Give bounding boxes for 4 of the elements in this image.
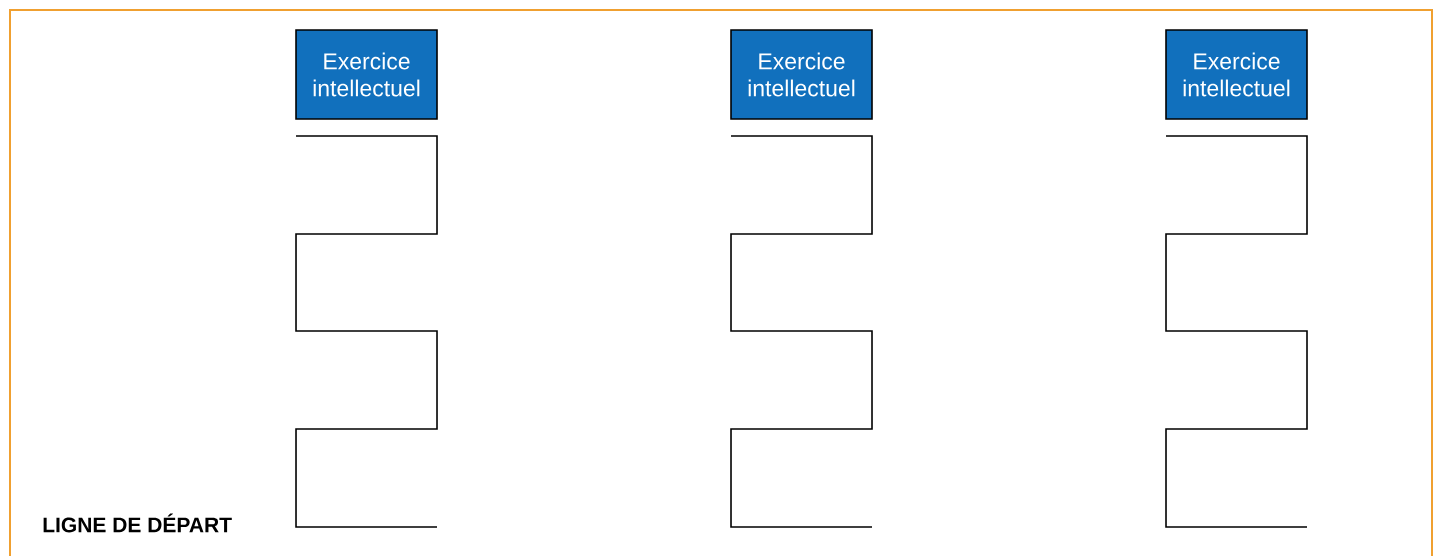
exercise-box: Exercice intellectuel (1165, 29, 1308, 120)
start-line-label: LIGNE DE DÉPART (43, 513, 232, 533)
exercise-box: Exercice intellectuel (730, 29, 873, 120)
exercise-box: Exercice intellectuel (295, 29, 438, 120)
